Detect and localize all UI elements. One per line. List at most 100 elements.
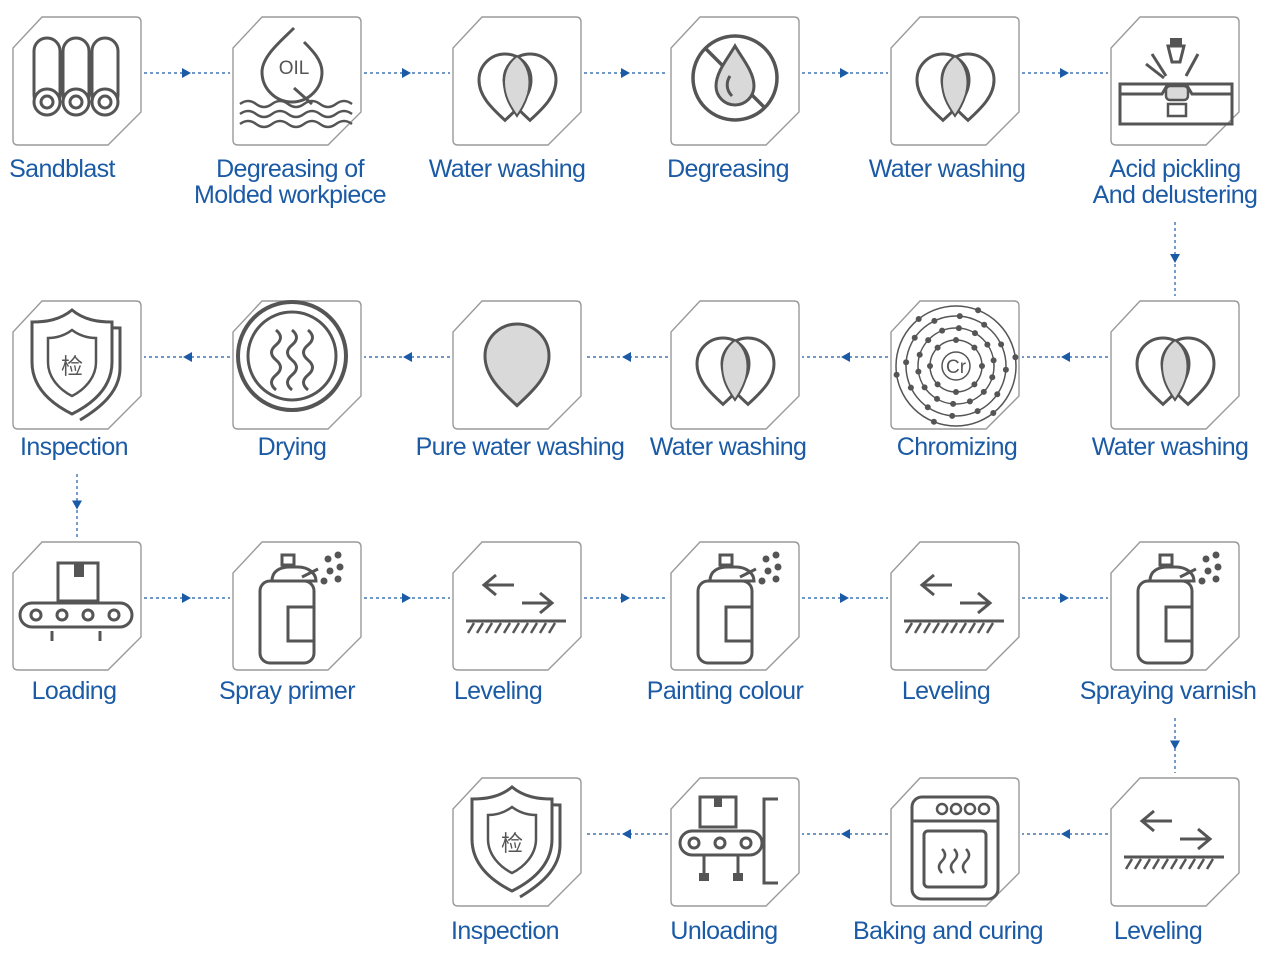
- step-label: Unloading: [594, 918, 854, 944]
- oil-icon: OIL: [239, 26, 353, 129]
- step-label: Inspection: [0, 434, 204, 460]
- step-label-line: Inspection: [20, 433, 129, 461]
- step-loading: [12, 541, 142, 671]
- step-label-line: Degreasing: [667, 155, 789, 183]
- step-tile: [670, 16, 800, 146]
- step-tile: [1110, 541, 1240, 671]
- oil-text: OIL: [279, 58, 310, 79]
- connector-arrowhead: [840, 68, 849, 78]
- step-tile: [1110, 777, 1240, 907]
- step-tile: [890, 541, 1020, 671]
- step-label-line: Acid pickling: [1109, 155, 1241, 183]
- step-label: Spraying varnish: [1038, 678, 1264, 704]
- step-label: Loading: [0, 678, 204, 704]
- conveyor-box-icon: [18, 561, 134, 641]
- step-label-line: Drying: [257, 433, 327, 461]
- step-acid-pickling: [1110, 16, 1240, 146]
- leveling-arrows-icon: [1124, 809, 1224, 870]
- step-label: Sandblast: [0, 156, 192, 182]
- leveling-arrows-icon: [904, 573, 1004, 634]
- step-tile: [12, 16, 142, 146]
- step-label-line: Molded workpiece: [194, 181, 386, 209]
- connector-arrowhead: [182, 68, 191, 78]
- step-inspection-1: 检: [12, 300, 142, 430]
- step-leveling-1: [452, 541, 582, 671]
- step-tile: OIL: [232, 16, 362, 146]
- step-label-line: Water washing: [428, 155, 586, 183]
- step-tile: [1110, 300, 1240, 430]
- leveling-arrows-icon: [466, 573, 566, 634]
- water-drops-icon: [1135, 336, 1216, 407]
- connector-arrowhead: [1060, 593, 1069, 603]
- water-drops-icon: [477, 52, 558, 123]
- step-label-line: Baking and curing: [853, 917, 1044, 945]
- acid-pickling-icon: [1118, 38, 1234, 126]
- step-label: Water washing: [817, 156, 1077, 182]
- step-label: Painting colour: [595, 678, 855, 704]
- no-oil-icon: [691, 34, 779, 122]
- spray-can-icon: [696, 551, 782, 665]
- step-inspection-2: 检: [452, 777, 582, 907]
- step-label-line: Leveling: [453, 677, 543, 705]
- step-tile: 检: [452, 777, 582, 907]
- step-water-washing-4: [670, 300, 800, 430]
- step-tile: [1110, 16, 1240, 146]
- step-label: Spray primer: [157, 678, 417, 704]
- connector-arrowhead: [622, 829, 631, 839]
- step-label-line: Spraying varnish: [1079, 677, 1257, 705]
- step-label-line: Pure water washing: [415, 433, 625, 461]
- step-tile: [452, 300, 582, 430]
- step-label-line: Water washing: [868, 155, 1026, 183]
- step-label-line: Water washing: [649, 433, 807, 461]
- step-label: Leveling: [816, 678, 1076, 704]
- connector-arrowhead: [1170, 254, 1180, 263]
- step-label: Chromizing: [827, 434, 1087, 460]
- step-spraying-varnish: [1110, 541, 1240, 671]
- step-unloading: [670, 777, 800, 907]
- step-label-line: Inspection: [451, 917, 560, 945]
- step-label: Water washing: [377, 156, 637, 182]
- heat-waves-icon: [236, 300, 348, 412]
- inspection-glyph: 检: [61, 355, 83, 380]
- step-tile: [452, 16, 582, 146]
- step-label: Pure water washing: [390, 434, 650, 460]
- step-tile: [670, 300, 800, 430]
- step-tile: [232, 300, 362, 430]
- oven-icon: [910, 795, 1000, 901]
- step-label-line: Water washing: [1091, 433, 1249, 461]
- step-spray-primer: [232, 541, 362, 671]
- step-water-washing-3: [1110, 300, 1240, 430]
- step-label: Leveling: [368, 678, 628, 704]
- connector-arrowhead: [622, 352, 631, 362]
- pipes-icon: [32, 36, 120, 117]
- connector-arrowhead: [840, 593, 849, 603]
- step-sandblast: [12, 16, 142, 146]
- connector-arrowhead: [402, 68, 411, 78]
- step-label: Leveling: [1028, 918, 1264, 944]
- step-label: Drying: [162, 434, 422, 460]
- step-baking-curing: [890, 777, 1020, 907]
- water-drops-icon: [695, 336, 776, 407]
- step-drying: [232, 300, 362, 430]
- step-label: Baking and curing: [818, 918, 1078, 944]
- step-water-washing-2: [890, 16, 1020, 146]
- connector-arrowhead: [841, 829, 850, 839]
- step-tile: Cr: [890, 300, 1020, 430]
- inspection-glyph: 检: [501, 832, 523, 857]
- step-tile: 检: [12, 300, 142, 430]
- inspection-shield-icon: 检: [470, 785, 562, 899]
- step-degreasing: [670, 16, 800, 146]
- step-water-washing-1: [452, 16, 582, 146]
- connector-arrowhead: [1061, 352, 1070, 362]
- step-tile: [890, 16, 1020, 146]
- connector-arrowhead: [621, 68, 630, 78]
- step-label-line: Painting colour: [646, 677, 804, 705]
- step-pure-water-washing: [452, 300, 582, 430]
- step-tile: [670, 541, 800, 671]
- step-label-line: Degreasing of: [216, 155, 364, 183]
- connector-arrowhead: [402, 593, 411, 603]
- single-drop-icon: [483, 322, 551, 408]
- unloading-conveyor-icon: [678, 795, 778, 885]
